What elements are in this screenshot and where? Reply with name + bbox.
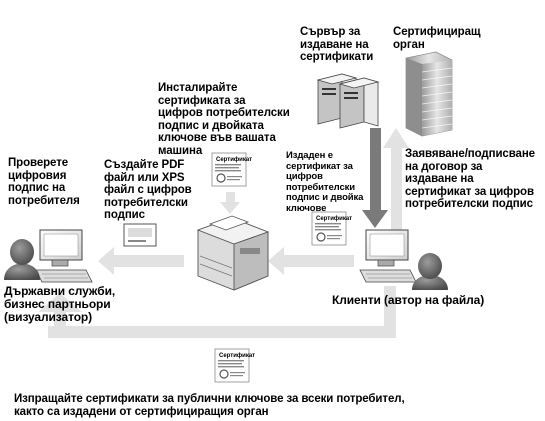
gov-services-label: Държавни служби, бизнес партньори (визуа… [4,284,116,324]
install-arrow [220,192,240,214]
computer-icon [359,229,417,283]
printer-to-viewer-arrow [98,247,184,275]
certificate-icon: Сертификат [214,348,255,383]
envelope-icon [123,223,157,247]
computer-icon [35,229,93,283]
apply-contract-label: Заявяване/подписване на договор за издав… [405,148,535,210]
clients-label: Клиенти (автор на файла) [332,293,485,307]
apply-arrow [383,128,409,232]
svg-text:Сертификат: Сертификат [219,352,255,359]
create-pdf-label: Създайте PDF файл или XPS файл с цифров … [104,159,192,221]
printer-icon [196,215,270,291]
install-cert-label: Инсталирайте сертификата за цифров потре… [158,82,290,157]
user-icon [4,239,40,280]
user-icon [412,253,448,290]
issue-arrow [362,128,388,228]
verify-signature-label: Проверете цифровия подпис на потребителя [8,157,80,207]
server-icon [316,73,380,129]
cert-server-label: Сървър за издаване на сертификати [300,26,374,63]
office-building-icon [405,51,453,137]
client-to-printer-arrow [268,247,354,275]
send-public-keys-label: Изпращайте сертификати за публични ключо… [14,393,405,418]
cert-authority-label: Сертифициращ орган [393,26,481,51]
certificate-icon: Сертификат [211,152,252,187]
return-arrow [38,286,396,338]
svg-text:Сертификат: Сертификат [216,156,252,163]
certificate-icon: Сертификат [311,211,352,246]
svg-text:Сертификат: Сертификат [316,215,352,222]
issued-cert-label: Издаден е сертификат за цифров потребите… [286,150,364,214]
